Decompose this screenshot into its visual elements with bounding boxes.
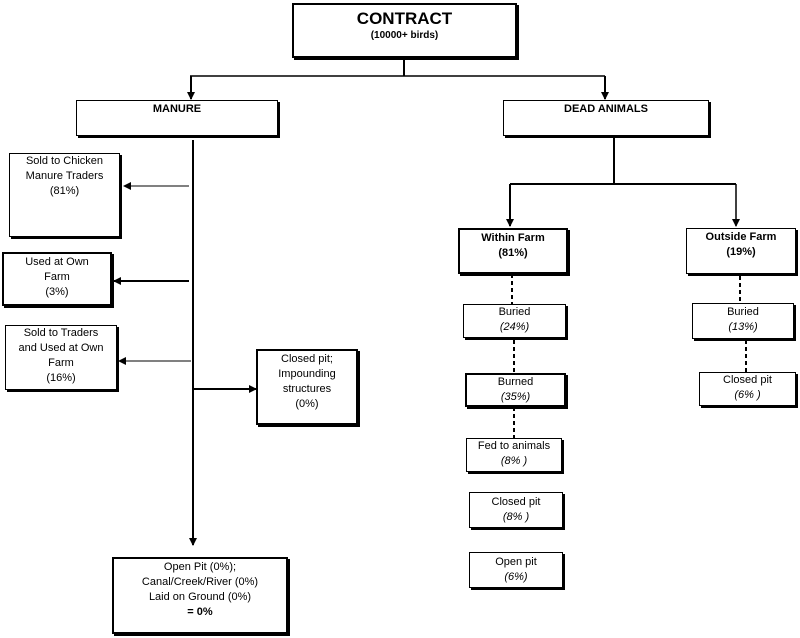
within-closed-pit-box: Closed pit (8% ): [469, 492, 563, 528]
box-label: Closed pit: [723, 374, 772, 386]
outside-farm-box: Outside Farm (19%): [686, 228, 796, 274]
sold-chicken-traders-box: Sold to Chicken Manure Traders (81%): [9, 153, 120, 237]
box-text: Canal/Creek/River (0%): [141, 576, 259, 588]
box-label: Buried: [498, 306, 531, 318]
closed-pit-impounding-box: Closed pit; Impounding structures (0%): [256, 349, 358, 425]
within-fed-animals-box: Fed to animals (8% ): [466, 438, 562, 472]
box-label: Fed to animals: [477, 440, 551, 452]
box-text: and Used at Own: [18, 342, 104, 354]
box-label: Open pit: [495, 556, 537, 568]
box-text: Laid on Ground (0%): [148, 591, 252, 603]
box-percent: (8% ): [502, 511, 530, 523]
box-percent: (0%): [295, 398, 319, 410]
box-percent: (24%): [499, 321, 530, 333]
outside-buried-box: Buried (13%): [692, 303, 794, 339]
open-pit-canal-ground-box: Open Pit (0%); Canal/Creek/River (0%) La…: [112, 557, 288, 634]
within-burned-box: Burned (35%): [465, 373, 566, 407]
contract-subtitle: (10000+ birds): [370, 30, 439, 41]
box-text: Closed pit;: [281, 353, 333, 365]
contract-title: CONTRACT: [356, 9, 453, 28]
box-text: Used at Own: [25, 256, 89, 268]
dead-animals-title: DEAD ANIMALS: [564, 103, 648, 115]
dead-animals-box: DEAD ANIMALS: [503, 100, 709, 136]
used-own-farm-box: Used at Own Farm (3%): [2, 252, 112, 306]
box-text: Manure Traders: [25, 170, 104, 182]
box-percent: (81%): [49, 185, 80, 197]
contract-box: CONTRACT (10000+ birds): [292, 3, 517, 58]
box-text: Sold to Chicken: [25, 155, 104, 167]
box-total: = 0%: [187, 606, 213, 618]
within-farm-box: Within Farm (81%): [458, 228, 568, 274]
box-text: structures: [282, 383, 332, 395]
box-text: Farm: [48, 357, 74, 369]
box-label: Burned: [497, 376, 534, 388]
within-open-pit-box: Open pit (6%): [469, 552, 563, 588]
box-percent: (8% ): [500, 455, 528, 467]
box-label: Buried: [727, 306, 759, 318]
box-percent: (3%): [45, 286, 69, 298]
box-percent: (6% ): [734, 389, 761, 401]
outside-farm-title: Outside Farm: [705, 231, 777, 243]
sold-traders-own-farm-box: Sold to Traders and Used at Own Farm (16…: [5, 325, 117, 390]
within-farm-title: Within Farm: [481, 232, 545, 244]
box-text: Open Pit (0%);: [163, 561, 237, 573]
box-percent: (35%): [500, 391, 531, 403]
box-text: Farm: [44, 271, 70, 283]
box-percent: (13%): [728, 321, 758, 333]
box-percent: (16%): [46, 372, 76, 384]
box-label: Closed pit: [491, 496, 541, 508]
manure-box: MANURE: [76, 100, 278, 136]
box-percent: (6%): [504, 571, 528, 583]
within-buried-box: Buried (24%): [463, 304, 566, 338]
outside-closed-pit-box: Closed pit (6% ): [699, 372, 796, 406]
within-farm-percent: (81%): [498, 247, 528, 259]
outside-farm-percent: (19%): [726, 246, 756, 258]
box-text: Sold to Traders: [23, 327, 99, 339]
manure-title: MANURE: [152, 103, 202, 115]
box-text: Impounding: [278, 368, 336, 380]
